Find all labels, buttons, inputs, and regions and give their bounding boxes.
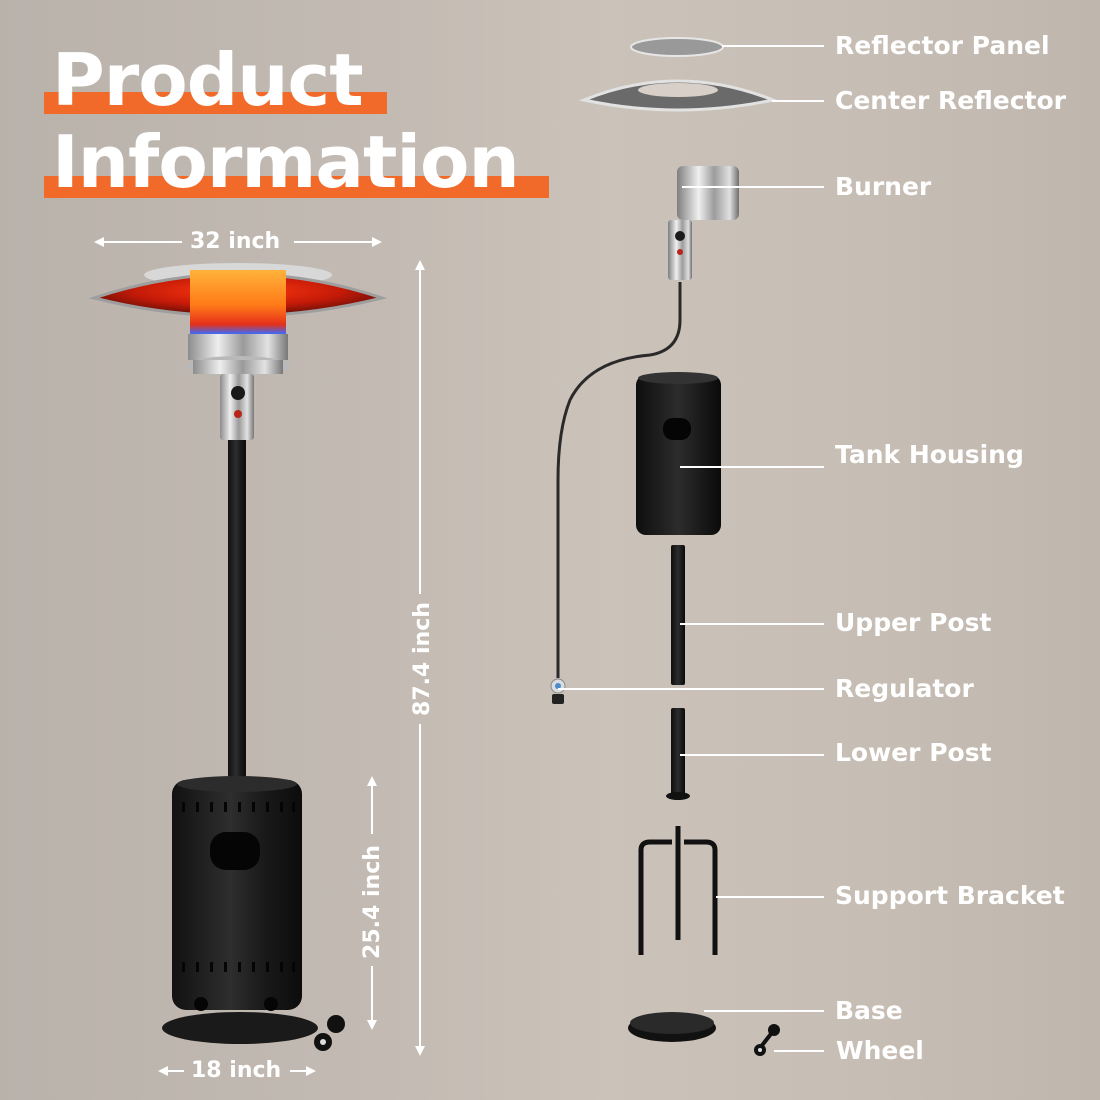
leader-line: [774, 1050, 824, 1052]
part-label: Base: [835, 996, 903, 1025]
dimension-label-87: 87.4 inch: [410, 602, 435, 716]
leader-line: [680, 623, 824, 625]
dimension-line: [100, 241, 182, 243]
dimension-line: [371, 784, 373, 834]
part-label: Tank Housing: [835, 440, 1024, 469]
part-label: Upper Post: [835, 608, 992, 637]
leader-line: [722, 45, 824, 47]
leader-line: [682, 186, 824, 188]
arrow-left-icon: [94, 237, 104, 247]
dimension-line: [164, 1070, 184, 1072]
dimension-line: [419, 724, 421, 1046]
part-label: Support Bracket: [835, 881, 1065, 910]
arrow-down-icon: [367, 1020, 377, 1030]
part-label: Wheel: [836, 1036, 924, 1065]
exploded-parts-illustration: [550, 37, 780, 1056]
leader-line: [716, 896, 824, 898]
arrow-right-icon: [306, 1066, 316, 1076]
dimension-line: [290, 1070, 308, 1072]
title-line-1: Product: [52, 38, 364, 122]
arrow-right-icon: [372, 237, 382, 247]
dimension-label-18: 18 inch: [191, 1058, 282, 1083]
arrow-down-icon: [415, 1046, 425, 1056]
leader-line: [772, 100, 824, 102]
part-label: Regulator: [835, 674, 974, 703]
part-label: Reflector Panel: [835, 31, 1050, 60]
part-label: Lower Post: [835, 738, 992, 767]
arrow-left-icon: [158, 1066, 168, 1076]
title-underline-1: [44, 92, 387, 114]
part-label: Center Reflector: [835, 86, 1067, 115]
leader-line: [558, 688, 824, 690]
leader-line: [680, 466, 824, 468]
dimension-line: [419, 268, 421, 594]
part-label: Burner: [835, 172, 932, 201]
dimension-line: [294, 241, 374, 243]
dimension-label-25: 25.4 inch: [360, 845, 385, 959]
title-underline-2: [44, 176, 549, 198]
dimension-line: [371, 966, 373, 1020]
title-line-2: Information: [52, 120, 520, 204]
arrow-up-icon: [415, 260, 425, 270]
assembled-heater-illustration: [88, 263, 388, 1051]
dimension-label-32: 32 inch: [190, 229, 281, 254]
leader-line: [704, 1010, 824, 1012]
arrow-up-icon: [367, 776, 377, 786]
leader-line: [680, 754, 824, 756]
